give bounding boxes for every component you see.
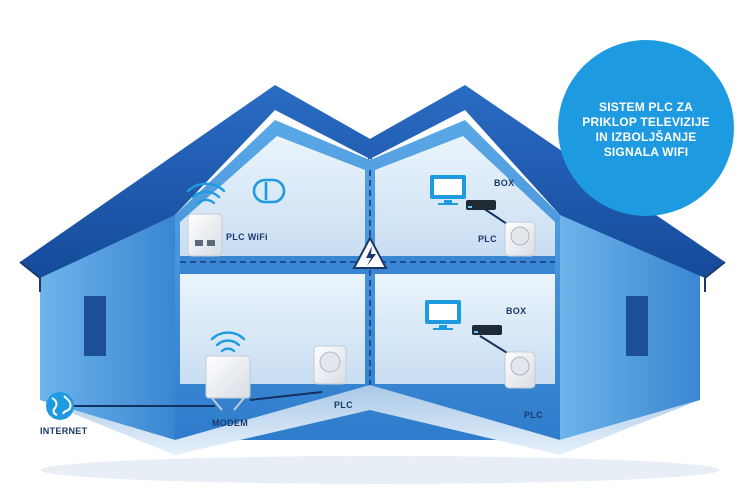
ground-shadow (40, 456, 720, 484)
modem-device (205, 355, 251, 411)
room-upper-left (180, 136, 365, 256)
set-top-box-top (466, 200, 496, 210)
right-window (626, 296, 648, 356)
label-plc-top-right: PLC (478, 234, 497, 244)
wifi-icon (186, 182, 226, 205)
tv-icon (430, 175, 466, 205)
badge-line-1: SISTEM PLC ZA (599, 100, 693, 114)
globe-icon (46, 392, 74, 420)
left-window (84, 296, 106, 356)
left-outer-wall (40, 215, 175, 440)
label-modem: MODEM (212, 418, 248, 428)
plc-adapter-top-right (504, 221, 536, 257)
roof-right (368, 85, 725, 278)
remote-icon (252, 178, 286, 204)
roof-left (20, 85, 372, 278)
label-box-top: BOX (494, 178, 514, 188)
badge-text: SISTEM PLC ZA PRIKLOP TELEVIZIJE IN IZBO… (566, 100, 726, 160)
badge-line-2: PRIKLOP TELEVIZIJE (582, 115, 710, 129)
set-top-box-bottom (472, 325, 502, 335)
tv-icon-bottom (425, 300, 461, 330)
info-badge (558, 40, 734, 216)
plc-adapter-bottom-center (313, 345, 347, 385)
label-box-bottom: BOX (506, 306, 526, 316)
label-plc-bottom-center: PLC (334, 400, 353, 410)
badge-line-4: SIGNALA WIFI (603, 145, 689, 159)
plc-adapter-bottom-right (504, 351, 536, 389)
wifi-icon-modem (210, 331, 246, 353)
high-voltage-icon (352, 235, 388, 269)
label-plc-bottom-right: PLC (524, 410, 543, 420)
badge-line-3: IN IZBOLJŠANJE (595, 130, 697, 144)
label-internet: INTERNET (40, 426, 88, 436)
ground-floor (40, 385, 700, 455)
plc-wifi-device (187, 213, 223, 257)
label-plc-wifi: PLC WiFi (226, 232, 268, 242)
